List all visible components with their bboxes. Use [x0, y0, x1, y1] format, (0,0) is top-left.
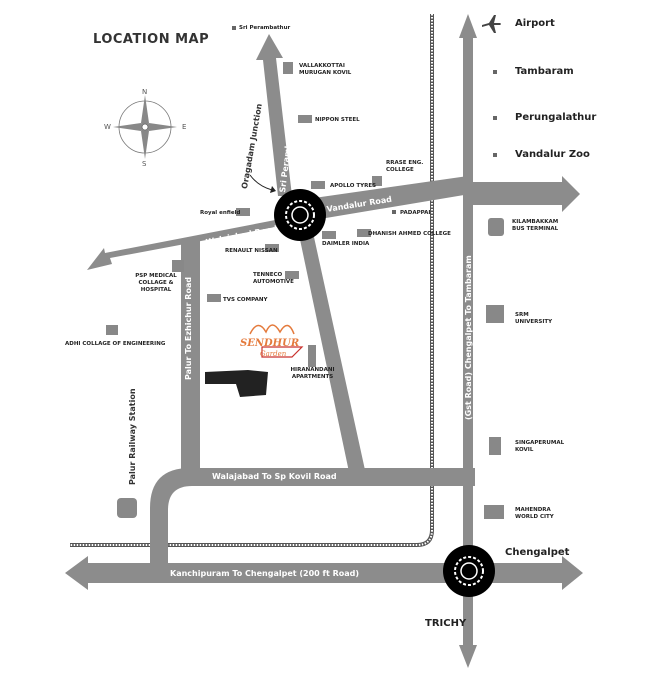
oragadam-sp-kovil-road [298, 228, 365, 472]
landmark-srm: SRM UNIVERSITY [515, 312, 553, 325]
project-logo-icon [249, 324, 304, 358]
landmark-tvs: TVS COMPANY [223, 297, 268, 303]
factory-icon [285, 271, 299, 279]
building-icons [106, 62, 504, 519]
project-site [205, 370, 268, 397]
train-icon [117, 498, 137, 518]
project-pointer-icon [261, 346, 304, 358]
factory-icon [207, 294, 221, 302]
project-name: SENDHUR [240, 338, 300, 349]
landmark-renault: RENAULT NISSAN [225, 248, 278, 254]
landmark-padappai: PADAPPAI [400, 210, 431, 216]
landmark-hiranandani: HIRANANDANI APARTMENTS [290, 367, 335, 380]
dest-tambaram: Tambaram [515, 66, 574, 77]
factory-icon [311, 181, 325, 189]
walajabad-sp-kovil-road [190, 468, 475, 486]
road-label-walajabad-sp-kovil: Walajabad To Sp Kovil Road [212, 472, 337, 481]
university-icon [486, 305, 504, 323]
compass-south: S [142, 160, 147, 168]
landmark-adhi: ADHI COLLAGE OF ENGINEERING [65, 341, 166, 347]
temple-icon [283, 62, 293, 74]
landmark-dhanish: DHANISH AHMED COLLEGE [368, 231, 451, 237]
landmark-apollo-tyres: APOLLO TYRES [330, 183, 377, 189]
industrial-icon [484, 505, 504, 519]
factory-icon [322, 231, 336, 239]
perungalathur-marker-icon [493, 116, 497, 120]
landmark-mahindra: MAHENDRA WORLD CITY [515, 507, 554, 520]
apartment-icon [308, 345, 316, 367]
landmark-tenneco: TENNECO AUTOMOTIVE [253, 272, 294, 285]
bus-icon [488, 218, 504, 236]
project-subtitle: Garden [260, 350, 287, 358]
road-label-gst: (Gst Road) Chengalpet To Tambaram [464, 255, 473, 420]
landmark-daimler: DAIMLER INDIA [322, 241, 370, 247]
compass-north: N [142, 88, 148, 96]
dest-perungalathur: Perungalathur [515, 112, 597, 123]
compass-west: W [104, 123, 111, 131]
palur-ezhichur-road [181, 240, 200, 480]
dest-trichy: TRICHY [425, 618, 467, 629]
compass-rose-icon [113, 95, 177, 159]
chengalpet-roundabout [443, 545, 495, 597]
hospital-icon [172, 260, 184, 272]
railway-line [70, 14, 434, 547]
dest-airport: Airport [515, 18, 555, 29]
landmark-rrase: RRASE ENG. COLLEGE [386, 160, 424, 173]
road-label-palur-ezhichur: Palur To Ezhichur Road [184, 276, 193, 380]
college-icon [372, 176, 382, 186]
landmark-vallakkottai: VALLAKKOTTAI MURUGAN KOVIL [299, 63, 352, 76]
landmark-royal-enfield: Royal enfield [200, 210, 241, 216]
temple-icon [489, 437, 501, 455]
vandalur-zoo-marker-icon [493, 153, 497, 157]
compass-east: E [182, 123, 187, 131]
map-title: LOCATION MAP [93, 32, 210, 47]
tambaram-marker-icon [493, 70, 497, 74]
airplane-icon [482, 15, 501, 33]
label-palur-railway-station: Palur Railway Station [128, 388, 137, 485]
oragadam-roundabout [274, 189, 326, 241]
dest-vandalur-zoo: Vandalur Zoo [515, 149, 590, 160]
sri-perambathur-road [256, 34, 292, 196]
sri-perambathur-marker-icon [232, 26, 236, 30]
landmark-singaperumal: SINGAPERUMAL KOVIL [515, 440, 565, 453]
landmark-sri-perambathur: Sri Perambathur [239, 25, 291, 31]
vandalur-road-east [468, 176, 580, 212]
junction-arrow-icon [249, 174, 273, 191]
factory-icon [265, 244, 279, 252]
dest-chengalpet: Chengalpet [505, 547, 570, 558]
landmark-kilambakkam: KILAMBAKKAM BUS TERMINAL [512, 219, 559, 232]
college-icon [106, 325, 118, 335]
padappai-marker-icon [392, 210, 396, 214]
road-label-kanchipuram: Kanchipuram To Chengalpet (200 ft Road) [170, 569, 360, 578]
factory-icon [298, 115, 312, 123]
landmark-nippon-steel: NIPPON STEEL [315, 117, 360, 123]
landmark-psp: PSP MEDICAL COLLAGE & HOSPITAL [135, 273, 177, 293]
connector-road [150, 468, 200, 565]
factory-icon [357, 229, 371, 237]
factory-icon [236, 208, 250, 216]
